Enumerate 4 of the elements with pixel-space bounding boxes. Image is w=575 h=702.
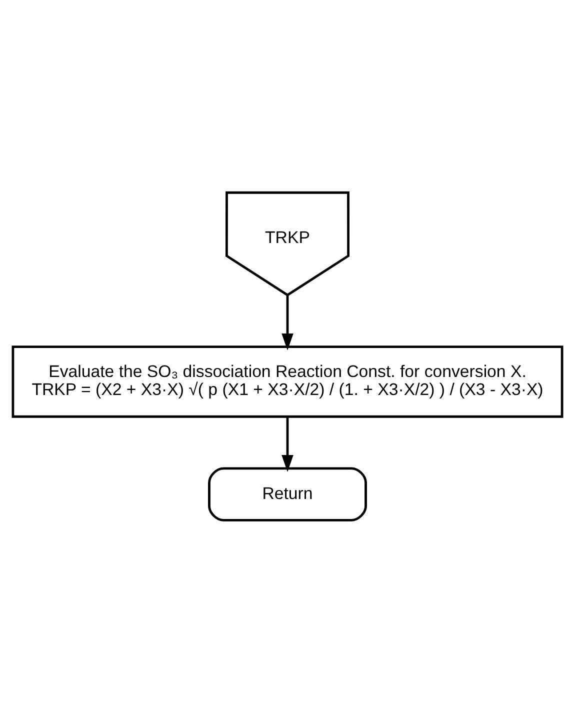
arrow (282, 417, 294, 472)
node-box: Return (208, 467, 367, 522)
arrow (282, 295, 294, 350)
node-box: Evaluate the SO₃ dissociation Reaction Const. for conversion X. TRKP = (X2 + X3·X) √( p (X1 + X3·X/2) / (1. + X3·X/2) ) / (X3 - X3·X) (12, 346, 564, 418)
